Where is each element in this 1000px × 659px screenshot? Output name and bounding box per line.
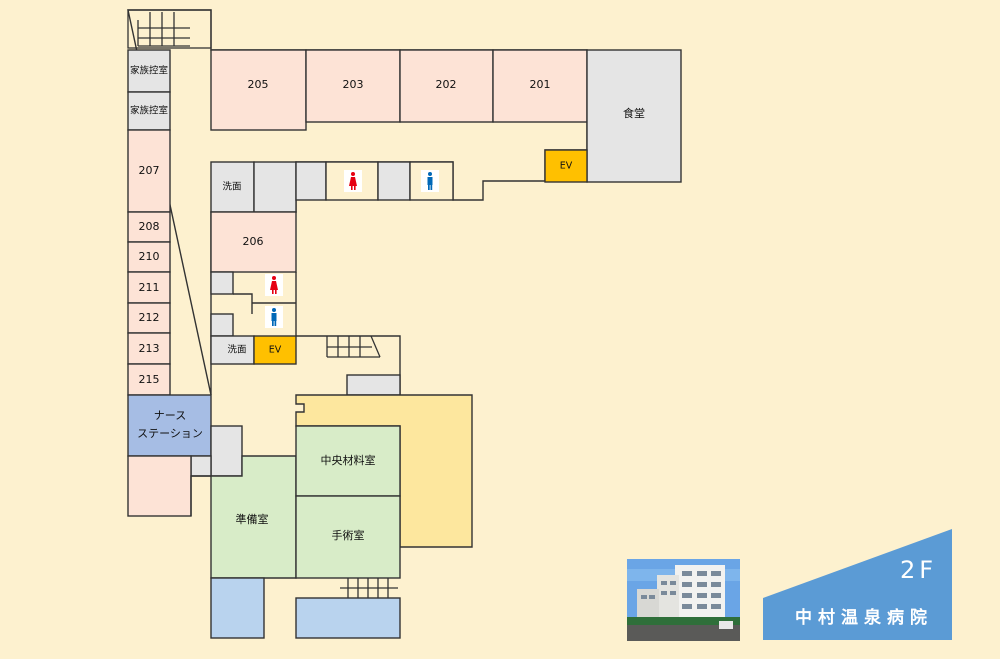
male-restroom-icon	[421, 170, 439, 192]
room-212	[127, 302, 171, 334]
operating-room	[295, 495, 401, 579]
utility-room-1	[253, 161, 297, 213]
operating-room-label: 手術室	[332, 528, 365, 542]
washroom-2	[210, 335, 255, 365]
room-202	[399, 49, 494, 123]
room-215-label: 215	[139, 373, 160, 386]
ward-room-lower	[127, 455, 192, 517]
female-restroom-icon	[265, 274, 283, 296]
central-supply-room-label: 中央材料室	[321, 453, 376, 467]
room-212-label: 212	[139, 311, 160, 324]
room-206-label: 206	[243, 235, 264, 248]
utility-room-2	[295, 161, 327, 201]
room-207-label: 207	[139, 164, 160, 177]
hospital-name: 中村温泉病院	[795, 608, 933, 628]
room-203	[305, 49, 401, 123]
elevator-1	[544, 149, 588, 183]
central-supply-room	[295, 425, 401, 497]
elevator-2	[253, 335, 297, 365]
building-photo	[627, 559, 740, 641]
room-213-label: 213	[139, 342, 160, 355]
utility-room-6	[346, 374, 401, 396]
cafeteria-label: 食堂	[623, 106, 645, 120]
floor-label: 2F	[900, 556, 938, 584]
room-211	[127, 271, 171, 304]
stairs-icon	[127, 9, 212, 49]
nurse-station-label-2: ステーション	[137, 427, 203, 440]
washroom-1-label: 洗面	[222, 181, 241, 193]
nurse-station	[127, 394, 212, 457]
room-213	[127, 332, 171, 365]
room-203-label: 203	[343, 78, 364, 91]
room-208-label: 208	[139, 220, 160, 233]
female-restroom-icon	[344, 170, 362, 192]
cafeteria	[586, 49, 682, 183]
room-205-label: 205	[248, 78, 269, 91]
storage-room-2	[295, 597, 401, 639]
stairs-icon	[326, 335, 381, 358]
floor-badge	[763, 529, 952, 640]
room-202-label: 202	[436, 78, 457, 91]
elevator-1-label: EV	[560, 161, 573, 172]
utility-room-8	[190, 455, 212, 477]
stairs-icon	[340, 578, 398, 598]
nurse-station-label-1: ナース	[154, 409, 186, 422]
room-210-label: 210	[139, 250, 160, 263]
room-208	[127, 211, 171, 243]
preparation-room-label: 準備室	[236, 512, 269, 526]
utility-room-3	[377, 161, 411, 201]
room-211-label: 211	[139, 281, 160, 294]
restroom-partition	[233, 293, 253, 314]
family-waiting-room-1-label: 家族控室	[130, 65, 168, 77]
family-waiting-room-2-label: 家族控室	[130, 105, 168, 117]
utility-room-5	[210, 313, 234, 337]
storage-room-1	[210, 577, 265, 639]
utility-room-4	[210, 271, 234, 295]
room-206	[210, 211, 297, 273]
washroom-2-label: 洗面	[227, 344, 246, 356]
elevator-2-label: EV	[269, 345, 282, 356]
room-201	[492, 49, 588, 123]
family-waiting-room-1	[127, 49, 171, 93]
utility-room-7	[210, 425, 243, 477]
male-restroom-icon	[265, 306, 283, 328]
room-201-label: 201	[530, 78, 551, 91]
room-207	[127, 129, 171, 213]
